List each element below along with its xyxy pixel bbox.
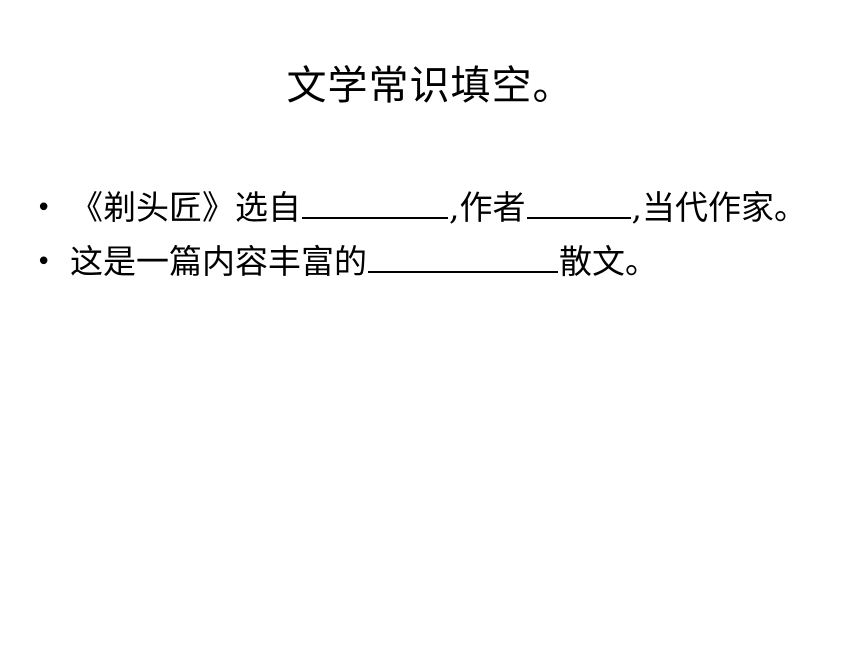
bullet-2-text-end: 散文。 (559, 242, 658, 281)
slide-title: 文学常识填空。 (286, 63, 574, 109)
bullet-item-1: • 《剃头匠》选自 ,作者 ,当代作家。 (36, 186, 826, 230)
bullet-1-text-end: ,当代作家。 (631, 188, 808, 227)
bullet-1-text-start: 《剃头匠》选自 (70, 188, 301, 227)
fill-blank-genre[interactable] (368, 241, 558, 273)
bullet-2-text-start: 这是一篇内容丰富的 (70, 242, 367, 281)
fill-blank-source[interactable] (302, 187, 448, 219)
bullet-icon: • (36, 247, 52, 277)
bullet-icon: • (36, 193, 52, 223)
bullet-item-2: • 这是一篇内容丰富的 散文。 (36, 240, 826, 284)
fill-blank-author[interactable] (526, 187, 631, 219)
bullet-1-text-middle: ,作者 (449, 188, 526, 227)
bullet-list: • 《剃头匠》选自 ,作者 ,当代作家。 • 这是一篇内容丰富的 散文。 (36, 186, 826, 294)
